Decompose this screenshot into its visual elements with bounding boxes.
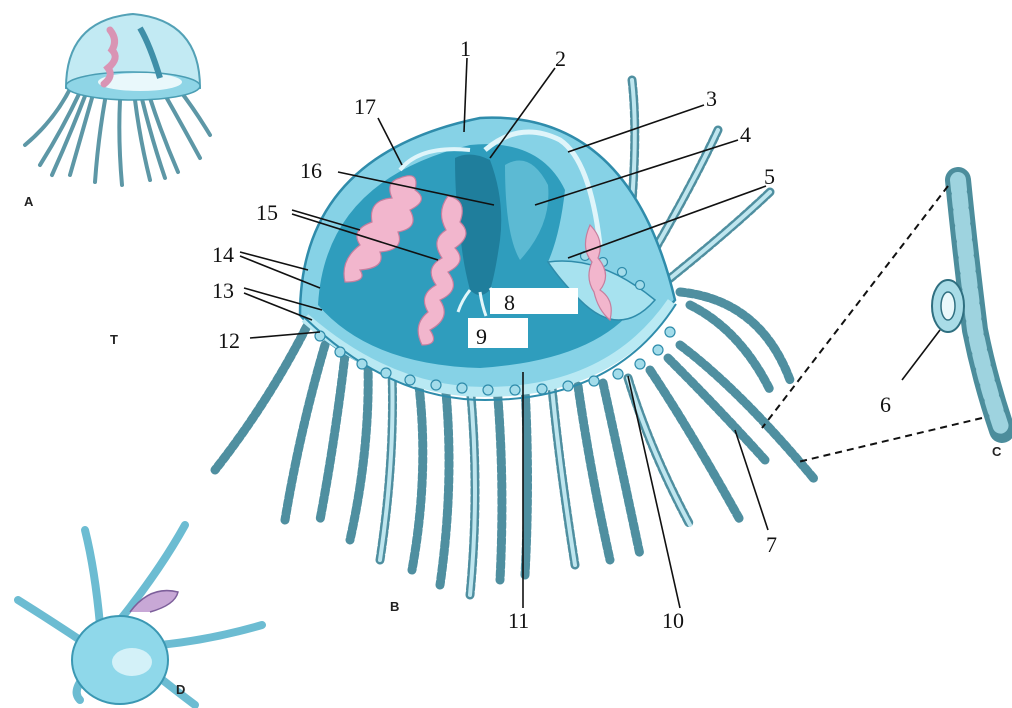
label-9: 9 — [476, 324, 487, 349]
leader-6 — [902, 330, 940, 380]
panel-c-nematocyst-inner — [941, 292, 955, 320]
label-10: 10 — [662, 608, 684, 633]
label-17: 17 — [354, 94, 376, 119]
label-4: 4 — [740, 122, 751, 147]
panel-d-body-highlight — [112, 648, 152, 676]
label-3: 3 — [706, 86, 717, 111]
label-2: 2 — [555, 46, 566, 71]
panel-label-c: C — [992, 444, 1002, 459]
panel-c-tentacle-detail — [762, 180, 1002, 462]
label-14: 14 — [212, 242, 234, 267]
leader-14a — [240, 252, 308, 270]
label-5: 5 — [764, 164, 775, 189]
panel-label-a: A — [24, 194, 34, 209]
panel-label-d: D — [176, 682, 185, 697]
label-13: 13 — [212, 278, 234, 303]
label-15: 15 — [256, 200, 278, 225]
panel-d-larva — [18, 525, 262, 705]
panel-label-b: B — [390, 599, 399, 614]
label-8: 8 — [504, 290, 515, 315]
label-1: 1 — [460, 36, 471, 61]
leader-12 — [250, 332, 320, 338]
label-7: 7 — [766, 532, 777, 557]
label-6: 6 — [880, 392, 891, 417]
label-16: 16 — [300, 158, 322, 183]
panel-c-zoom-line-top — [762, 186, 948, 428]
label-11: 11 — [508, 608, 529, 633]
panel-label-t: T — [110, 332, 118, 347]
panel-a-small-medusa — [25, 14, 210, 185]
label-12: 12 — [218, 328, 240, 353]
panel-c-zoom-line-bottom — [798, 418, 982, 462]
